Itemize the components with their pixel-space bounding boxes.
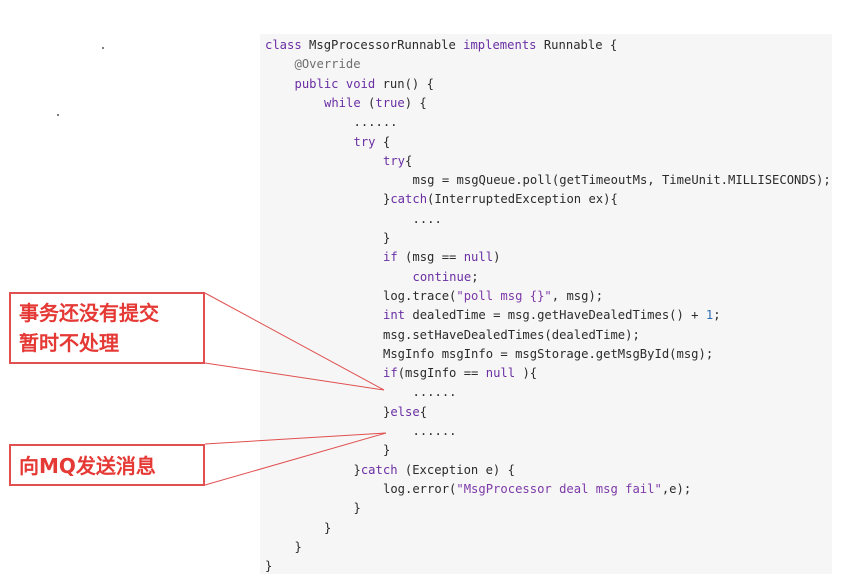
code-keyword: catch <box>360 462 405 477</box>
code-line: continue; <box>413 268 479 287</box>
callout-uncommitted-line2: 暂时不处理 <box>19 331 119 355</box>
code-keyword: else <box>390 404 420 419</box>
code-token: Runnable { <box>543 38 618 52</box>
code-token: ...... <box>412 424 457 438</box>
code-line: } <box>324 519 331 538</box>
code-token: run() { <box>382 76 434 91</box>
code-line: } <box>383 441 390 460</box>
code-line: } <box>265 557 272 576</box>
code-line: } <box>295 538 302 557</box>
code-line: ...... <box>354 113 398 132</box>
code-line: int dealedTime = msg.getHaveDealedTimes(… <box>383 306 721 325</box>
code-token: log.error( <box>383 481 457 496</box>
code-keyword: implements <box>463 38 544 52</box>
code-token: { <box>382 134 391 149</box>
code-token: } <box>383 443 391 458</box>
stray-dot <box>102 47 104 49</box>
code-keyword: continue <box>412 269 472 284</box>
code-line: .... <box>413 210 442 229</box>
code-keyword: class <box>265 38 310 52</box>
code-token: msg.setHaveDealedTimes(dealedTime); <box>383 327 640 342</box>
code-token: ,e); <box>661 481 692 496</box>
code-line: log.trace("poll msg {}", msg); <box>383 287 603 306</box>
code-annotation: @Override <box>294 57 361 72</box>
code-token: ...... <box>412 385 457 400</box>
code-line: if (msg == null) <box>383 248 500 267</box>
code-token: msg = msgQueue.poll(getTimeoutMs, TimeUn… <box>412 173 831 188</box>
code-line: ...... <box>413 383 457 402</box>
code-token: } <box>383 404 391 419</box>
code-token: ; <box>471 269 479 284</box>
code-line: log.error("MsgProcessor deal msg fail",e… <box>383 480 691 499</box>
code-token: (InterruptedException ex){ <box>427 192 618 207</box>
code-keyword: if <box>383 366 398 381</box>
code-token: log.trace( <box>383 288 457 303</box>
code-keyword: catch <box>390 192 428 207</box>
code-string: "poll msg {}" <box>456 288 552 303</box>
code-keyword: try <box>353 134 383 149</box>
code-line: }catch(InterruptedException ex){ <box>383 190 618 209</box>
code-token: MsgInfo msgInfo = msgStorage.getMsgById(… <box>383 346 714 361</box>
code-token: } <box>383 231 391 245</box>
callout-send-mq-label: 向MQ发送消息 <box>19 454 156 478</box>
code-token: ){ <box>515 366 538 381</box>
code-line: while (true) { <box>324 94 427 113</box>
code-token: (msg == <box>405 250 464 265</box>
code-token: } <box>294 539 302 554</box>
code-line: public void run() { <box>295 75 434 94</box>
code-keyword: void <box>345 76 383 91</box>
code-keyword: if <box>383 250 406 265</box>
code-token: { <box>405 153 413 168</box>
code-string: "MsgProcessor deal msg fail" <box>456 481 662 496</box>
code-line: try { <box>354 133 391 152</box>
code-token: } <box>324 520 332 535</box>
code-token: ; <box>713 308 721 323</box>
code-line: class MsgProcessorRunnable implements Ru… <box>265 36 617 55</box>
stray-dot <box>57 114 59 116</box>
code-keyword: while <box>324 95 369 110</box>
code-line: MsgInfo msgInfo = msgStorage.getMsgById(… <box>383 345 713 364</box>
code-token: , msg); <box>551 288 604 303</box>
code-token: ( <box>368 95 376 110</box>
code-token: (Exception e) { <box>404 462 515 477</box>
callout-send-mq: 向MQ发送消息 <box>9 444 205 486</box>
code-token: } <box>383 192 391 207</box>
code-line: msg.setHaveDealedTimes(dealedTime); <box>383 326 640 345</box>
code-token: (msgInfo == <box>397 366 486 381</box>
code-token: ) <box>493 250 501 265</box>
code-token: ...... <box>353 115 398 130</box>
code-token: .... <box>412 211 442 226</box>
code-token: ) { <box>404 95 427 110</box>
code-keyword: int <box>383 308 413 323</box>
code-keyword: null <box>485 366 516 381</box>
code-token: } <box>353 501 361 516</box>
code-token: dealedTime = msg.getHaveDealedTimes() + <box>412 308 706 323</box>
code-token: MsgProcessorRunnable <box>309 38 464 52</box>
code-token: } <box>265 559 273 574</box>
code-line: msg = msgQueue.poll(getTimeoutMs, TimeUn… <box>413 171 831 190</box>
code-keyword: true <box>375 95 405 110</box>
callout-uncommitted-line1: 事务还没有提交 <box>19 301 159 325</box>
code-token: } <box>353 462 361 477</box>
code-line: @Override <box>295 55 361 74</box>
code-line: if(msgInfo == null ){ <box>383 364 537 383</box>
code-line: } <box>354 499 361 518</box>
code-token: 1 <box>705 308 714 323</box>
code-line: }catch (Exception e) { <box>354 461 515 480</box>
callout-uncommitted: 事务还没有提交 暂时不处理 <box>9 292 205 364</box>
code-keyword: null <box>463 250 494 265</box>
code-line: try{ <box>383 152 412 171</box>
code-keyword: public <box>294 76 346 91</box>
code-token: { <box>419 404 428 419</box>
code-line: } <box>383 229 390 248</box>
code-line: ...... <box>413 422 457 441</box>
code-line: }else{ <box>383 403 427 422</box>
code-keyword: try <box>383 153 406 168</box>
